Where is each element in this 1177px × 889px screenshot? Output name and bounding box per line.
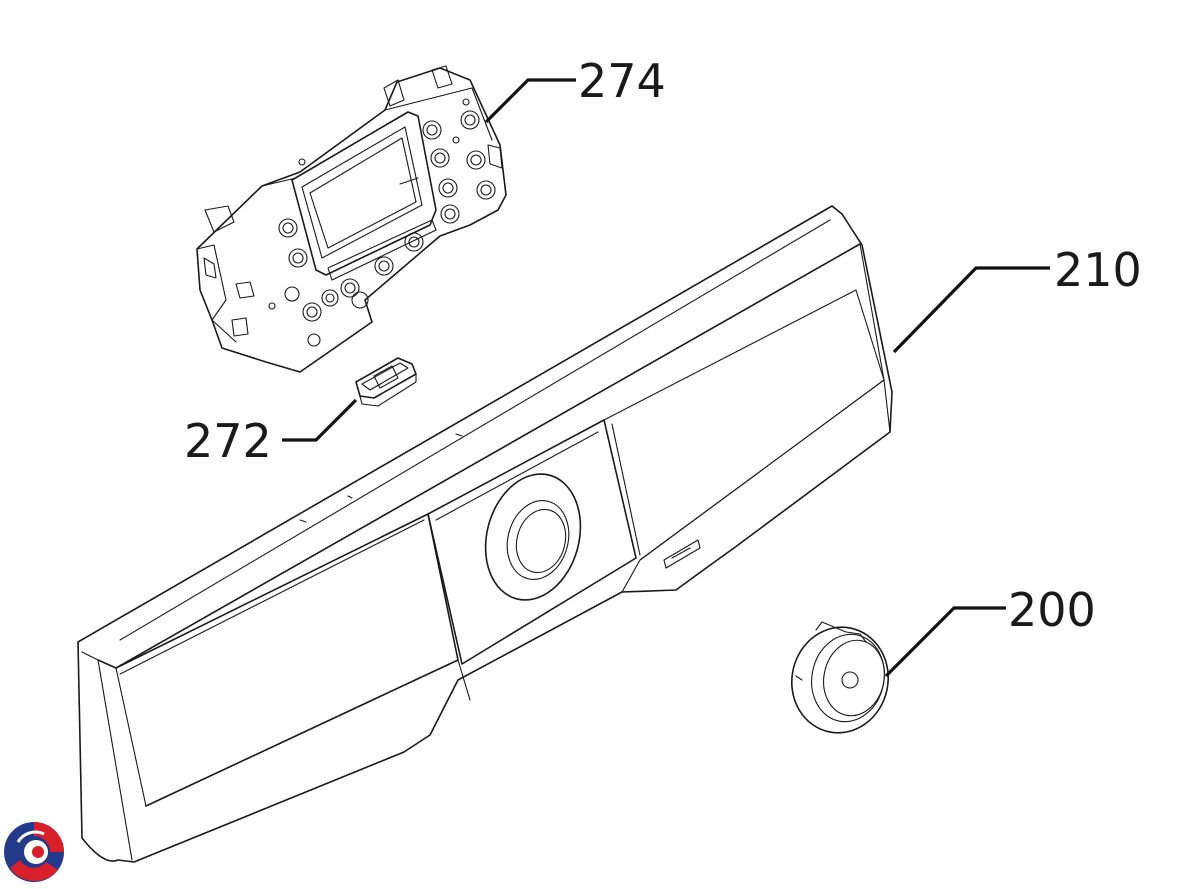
callout-200: 200 [1008, 583, 1096, 637]
leader-lines [282, 78, 1050, 678]
part-272-button[interactable] [355, 357, 417, 407]
leader-272 [282, 398, 358, 442]
part-210-control-panel[interactable] [77, 205, 893, 863]
pcb-buttons [268, 98, 496, 347]
leader-210 [892, 266, 1050, 354]
callout-274: 274 [578, 54, 666, 108]
circular-swirl-logo-icon [4, 822, 64, 882]
callout-210: 210 [1054, 243, 1142, 297]
leader-274 [484, 78, 576, 124]
leader-200 [884, 606, 1006, 678]
part-200-knob[interactable] [782, 618, 898, 742]
callout-272: 272 [184, 414, 272, 468]
part-274-control-board[interactable] [196, 65, 507, 373]
